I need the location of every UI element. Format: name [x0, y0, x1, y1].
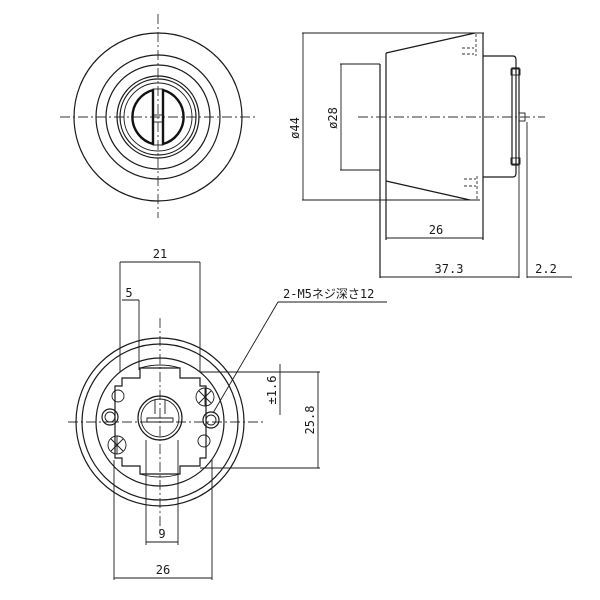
screw-note: 2-M5ネジ深さ12: [283, 287, 374, 301]
side-view: [302, 32, 572, 278]
dim-back-height: 25.8: [303, 406, 317, 435]
dim-plate-thickness: 2.2: [535, 262, 557, 276]
dim-back-width-bottom: 26: [156, 563, 170, 577]
dim-outer-diameter: ø44: [288, 117, 302, 139]
dim-back-width-top: 21: [153, 247, 167, 261]
back-view: [68, 261, 387, 580]
dim-slot-width: 9: [158, 527, 165, 541]
dim-back-offset: 5: [125, 286, 132, 300]
dim-body-length: 26: [429, 223, 443, 237]
dim-tolerance: ±1.6: [265, 376, 279, 405]
front-view: [60, 14, 258, 218]
dim-inner-diameter: ø28: [326, 107, 340, 129]
dim-total-length: 37.3: [435, 262, 464, 276]
